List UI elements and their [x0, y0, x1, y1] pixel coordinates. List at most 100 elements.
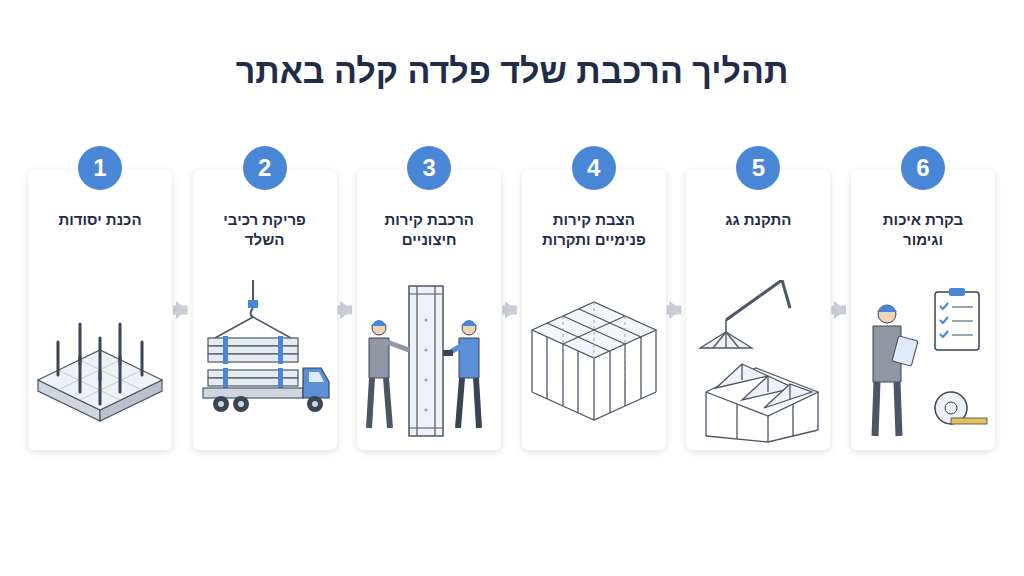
- illustration-part: [532, 302, 656, 420]
- illustration-part: [877, 305, 897, 312]
- illustration-part: [435, 286, 436, 436]
- inspection-illustration: [851, 280, 995, 450]
- step-card: הרכבת קירות חיצוניים3: [357, 170, 501, 450]
- illustration-part: [700, 332, 752, 348]
- illustration-part: [458, 378, 479, 428]
- illustration-part: [532, 392, 656, 420]
- illustration-part: [79, 356, 82, 392]
- step-number: 1: [93, 154, 106, 182]
- step-number-circle: 3: [407, 146, 451, 190]
- truck-illustration: [193, 280, 337, 450]
- illustration-part: [425, 318, 428, 321]
- illustration-part: [940, 317, 948, 323]
- illustration-part: [782, 280, 790, 308]
- illustration-part: [461, 320, 477, 326]
- step-number: 4: [587, 154, 600, 182]
- illustration-part: [579, 309, 641, 337]
- flow-arrow: [667, 306, 682, 315]
- illustration-part: [425, 378, 428, 381]
- illustration-part: [790, 384, 791, 400]
- step-label: הרכבת קירות חיצוניים: [357, 210, 501, 249]
- illustration-part: [80, 370, 142, 400]
- illustration-part: [935, 292, 979, 350]
- step-number: 3: [423, 154, 436, 182]
- illustration-part: [250, 308, 253, 317]
- illustration-part: [409, 293, 443, 294]
- step-label: הכנת יסודות: [28, 210, 172, 230]
- illustration-part: [706, 392, 707, 436]
- illustration-part: [208, 338, 298, 346]
- illustration-part: [141, 342, 144, 375]
- illustration-part: [764, 384, 812, 408]
- flow-arrow: [338, 306, 353, 315]
- illustration-part: [203, 388, 303, 398]
- illustration-part: [768, 416, 769, 442]
- illustration-part: [768, 376, 769, 392]
- illustration-part: [223, 336, 283, 388]
- illustration-part: [563, 302, 625, 378]
- illustration-part: [726, 332, 727, 348]
- illustration-part: [655, 330, 656, 392]
- illustration-part: [208, 354, 298, 362]
- illustration-part: [531, 330, 532, 392]
- illustration-part: [223, 368, 228, 388]
- illustration-part: [547, 323, 609, 351]
- illustration-part: [238, 401, 244, 407]
- illustration-part: [593, 358, 594, 420]
- illustration-part: [459, 338, 479, 378]
- flow-arrow: [502, 306, 517, 315]
- step-label: התקנת גג: [686, 210, 830, 230]
- illustration-part: [387, 342, 409, 350]
- illustration-part: [462, 321, 476, 335]
- illustration-part: [248, 300, 258, 308]
- illustration-part: [949, 288, 965, 296]
- illustration-part: [593, 302, 594, 364]
- illustration-part: [303, 368, 329, 398]
- step-number-circle: 2: [243, 146, 287, 190]
- illustration-part: [417, 286, 418, 436]
- illustration-part: [278, 368, 283, 388]
- illustration-part: [312, 401, 318, 407]
- diagram-title: תהליך הרכבת שלד פלדה קלה באתר: [0, 52, 1024, 91]
- illustration-part: [57, 342, 60, 375]
- illustration-part: [940, 331, 948, 337]
- illustration-part: [546, 337, 547, 399]
- illustration-part: [252, 280, 254, 302]
- illustration-part: [213, 396, 323, 412]
- illustration-part: [58, 324, 142, 404]
- illustration-part: [875, 382, 899, 436]
- step-number: 2: [258, 154, 271, 182]
- illustration-part: [253, 317, 291, 338]
- illustration-part: [309, 372, 324, 382]
- flow-arrow: [831, 306, 846, 315]
- illustration-part: [624, 316, 625, 378]
- step-label: פריקת רכיבי השלד: [193, 210, 337, 249]
- illustration-part: [208, 370, 298, 378]
- illustration-part: [425, 408, 428, 411]
- illustration-part: [818, 392, 819, 430]
- flow-arrow: [173, 306, 188, 315]
- illustration-part: [425, 318, 428, 411]
- illustration-part: [951, 418, 987, 424]
- illustration-part: [208, 378, 298, 386]
- illustration-part: [218, 401, 224, 407]
- step-number-circle: 1: [78, 146, 122, 190]
- illustration-part: [952, 306, 973, 308]
- illustration-part: [878, 305, 896, 323]
- step-number: 6: [916, 154, 929, 182]
- illustration-part: [208, 346, 298, 354]
- illustration-part: [371, 320, 387, 326]
- illustration-part: [706, 430, 818, 442]
- step-number-circle: 6: [901, 146, 945, 190]
- illustration-part: [700, 332, 818, 442]
- illustration-part: [577, 351, 578, 413]
- illustration-part: [726, 280, 782, 320]
- illustration-part: [940, 303, 948, 309]
- step-label: הצבת קירות פנימיים ותקרות: [522, 210, 666, 249]
- illustration-part: [99, 372, 102, 404]
- step-card: הצבת קירות פנימיים ותקרות4: [522, 170, 666, 450]
- illustration-part: [409, 286, 443, 436]
- illustration-part: [372, 321, 386, 335]
- illustration-part: [425, 348, 428, 351]
- workers-illustration: [357, 280, 501, 450]
